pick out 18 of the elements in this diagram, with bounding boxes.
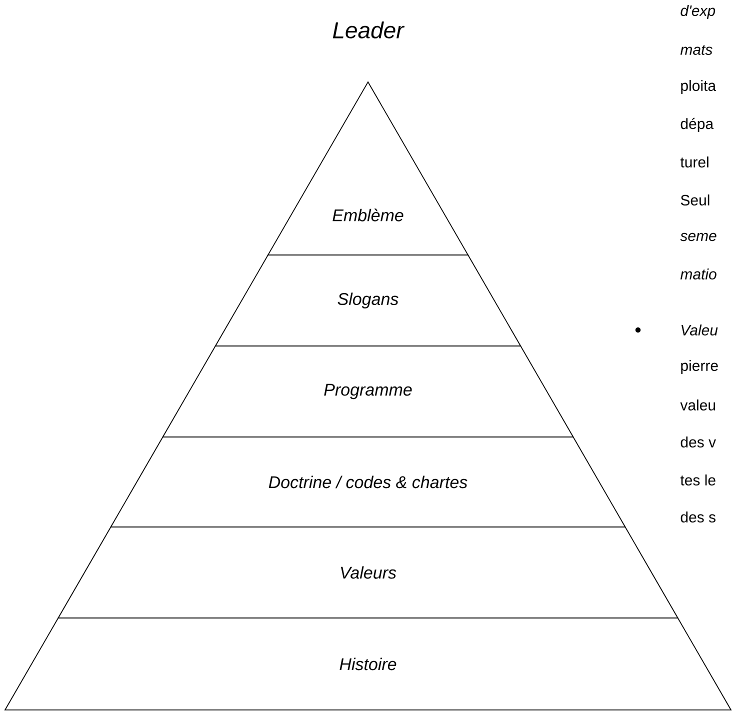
text-fragment: d'exp (680, 5, 716, 19)
pyramid-level: Doctrine / codes & chartes (110, 436, 626, 528)
title: Leader (332, 22, 405, 38)
text-fragment: pierre (681, 360, 718, 374)
text-fragment: des v (680, 436, 716, 448)
pyramid-level: Slogans (214, 254, 522, 346)
text-fragment: ploita (681, 80, 716, 94)
text-fragment: tes le (680, 474, 716, 486)
text-fragment: valeu (680, 399, 716, 410)
text-fragment: des s (680, 511, 716, 522)
text-fragment: Seul (680, 194, 710, 206)
text-fragment: matio (680, 268, 716, 280)
text-fragment: turel (680, 156, 708, 168)
text-fragment: mats (680, 45, 712, 55)
text-fragment: seme (680, 232, 716, 242)
pyramid-level: Programme (162, 346, 574, 438)
text-fragment: Valeu (682, 324, 718, 336)
text-fragment: dépa (680, 118, 714, 132)
